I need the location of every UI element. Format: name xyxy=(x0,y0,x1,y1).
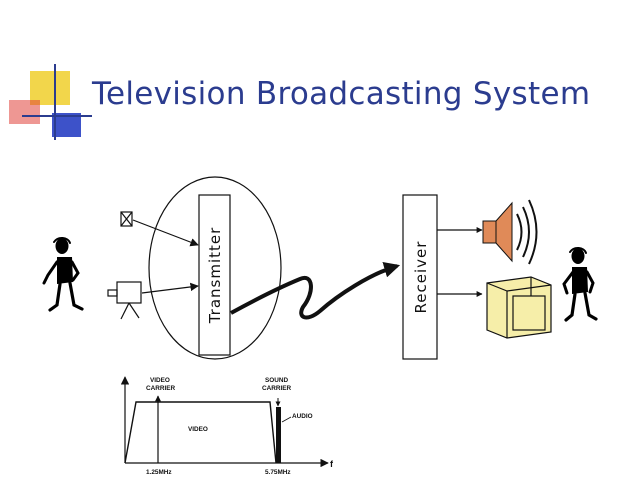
person-icon xyxy=(562,247,598,322)
video-carrier-label-line1: VIDEO xyxy=(150,377,170,384)
video-carrier-label-line2: CARRIER xyxy=(146,385,175,392)
transmitter-label: Transmitter xyxy=(206,227,224,325)
camera-icon xyxy=(107,281,142,320)
frequency-axis-label: f xyxy=(330,459,334,469)
person-icon xyxy=(42,237,84,312)
slide-corner-decoration-icon xyxy=(9,64,92,140)
speaker-icon xyxy=(482,199,538,265)
mic-to-transmitter-arrow xyxy=(132,219,199,247)
tick-label-sound-carrier: 5.75MHz xyxy=(265,469,291,476)
audio-band xyxy=(276,407,281,463)
camera-to-transmitter-arrow xyxy=(141,282,199,294)
audio-label: AUDIO xyxy=(292,413,313,420)
audio-pointer xyxy=(281,416,292,423)
monitor-icon xyxy=(486,276,552,339)
microphone-icon xyxy=(120,211,133,227)
tv-channel-spectrum: VIDEO CARRIER SOUND CARRIER AUDIO VIDEO … xyxy=(120,376,334,476)
tick-label-video-carrier: 1.25MHz xyxy=(146,469,172,476)
receiver-label: Receiver xyxy=(412,241,430,314)
transmitter-ellipse xyxy=(148,176,282,360)
transmitter-box: Transmitter xyxy=(198,194,231,356)
broadcast-signal-path xyxy=(230,261,401,320)
slide-title: Television Broadcasting System xyxy=(92,76,591,112)
sound-carrier-label-line1: SOUND xyxy=(265,377,288,384)
video-label: VIDEO xyxy=(188,426,208,433)
receiver-box: Receiver xyxy=(402,194,438,360)
sound-carrier-label-line2: CARRIER xyxy=(262,385,291,392)
